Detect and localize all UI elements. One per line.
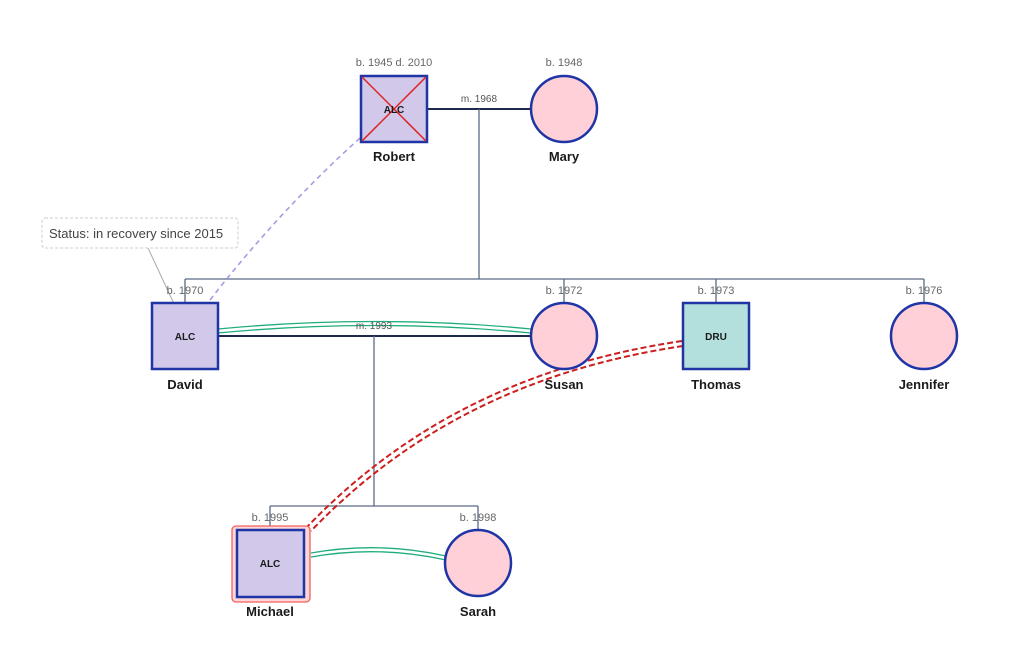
condition-code: DRU	[705, 332, 727, 343]
person-dates: b. 1973	[698, 285, 735, 297]
person-dates: b. 1945 d. 2010	[356, 57, 432, 69]
conflict-relationship-thomas-michael	[306, 340, 684, 532]
person-name: Thomas	[691, 377, 741, 392]
female-symbol	[443, 528, 513, 598]
dashed-link-robert-david	[209, 137, 361, 301]
female-symbol	[889, 301, 959, 371]
person-mary[interactable]: b. 1948 Mary	[529, 57, 599, 164]
note-pointer	[147, 247, 176, 307]
marriage-label-robert-mary: m. 1968	[461, 94, 498, 105]
person-name: Mary	[549, 149, 580, 164]
person-dates: b. 1972	[546, 285, 583, 297]
male-symbol	[235, 528, 306, 599]
person-name: Jennifer	[899, 377, 950, 392]
close-relationship-david-susan	[217, 320, 532, 334]
female-symbol	[529, 301, 599, 371]
condition-code: ALC	[384, 105, 405, 116]
person-susan[interactable]: b. 1972 Susan	[529, 285, 599, 392]
condition-code: ALC	[175, 332, 196, 343]
person-name: Sarah	[460, 604, 496, 619]
person-dates: b. 1948	[546, 57, 583, 69]
marriage-label-david-susan: m. 1993	[356, 321, 393, 332]
note-box	[41, 217, 239, 249]
note-text: Status: in recovery since 2015	[49, 226, 223, 241]
deceased-cross-icon	[361, 76, 427, 142]
person-dates: b. 1970	[167, 285, 204, 297]
person-dates: b. 1976	[906, 285, 943, 297]
person-david[interactable]: ALC b. 1970 David	[150, 285, 220, 392]
person-thomas[interactable]: DRU b. 1973 Thomas	[681, 285, 751, 392]
person-dates: b. 1995	[252, 512, 289, 524]
male-symbol	[150, 301, 220, 371]
person-robert[interactable]: ALC b. 1945 d. 2010 Robert	[356, 57, 432, 164]
female-symbol	[529, 74, 599, 144]
person-michael[interactable]: ALC b. 1995 Michael	[231, 512, 311, 619]
person-jennifer[interactable]: b. 1976 Jennifer	[889, 285, 959, 392]
male-symbol	[681, 301, 751, 371]
close-relationship-michael-sarah	[310, 547, 447, 561]
person-name: Susan	[544, 377, 583, 392]
person-name: David	[167, 377, 202, 392]
person-sarah[interactable]: b. 1998 Sarah	[443, 512, 513, 619]
person-name: Robert	[373, 149, 416, 164]
person-name: Michael	[246, 604, 294, 619]
person-dates: b. 1998	[460, 512, 497, 524]
condition-code: ALC	[260, 559, 281, 570]
